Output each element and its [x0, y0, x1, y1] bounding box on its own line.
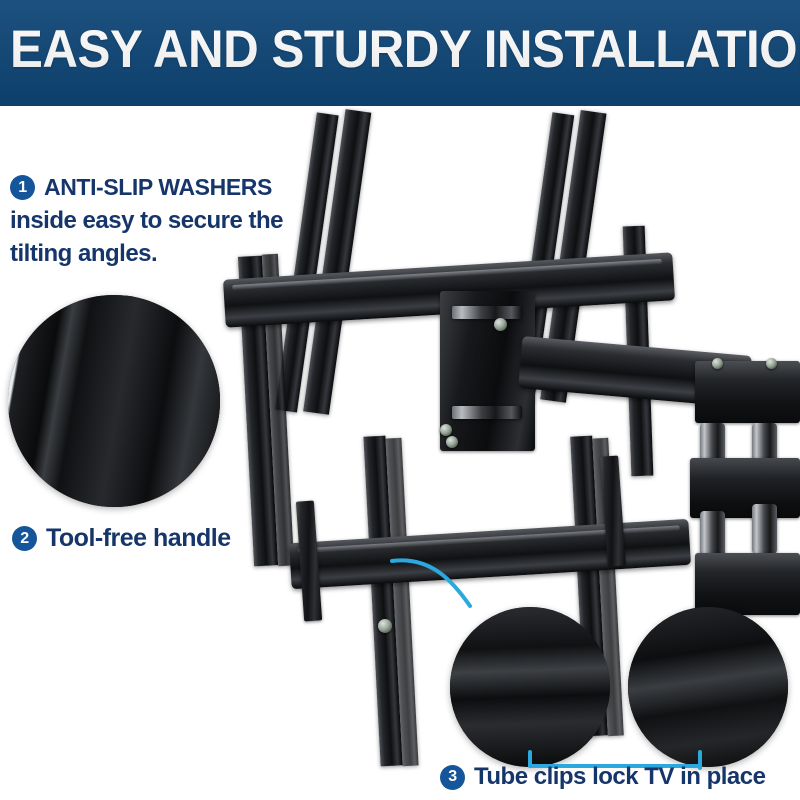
product-screw-crossbar-upper: [440, 424, 452, 436]
callout-1: 1 ANTI-SLIP WASHERS inside easy to secur…: [10, 174, 310, 270]
product-screw-arm-a: [712, 358, 723, 369]
callout-2-title: Tool-free handle: [46, 524, 231, 552]
header-banner: EASY AND STURDY INSTALLATION: [0, 0, 800, 106]
page-title: EASY AND STURDY INSTALLATION: [10, 20, 800, 79]
product-screw-crossbar-lower: [378, 619, 392, 633]
product-arm-block-mid: [690, 458, 800, 518]
callout-1-title: ANTI-SLIP WASHERS: [44, 174, 272, 200]
product-tilt-pivot-b: [452, 406, 522, 419]
callout-3: 3 Tube clips lock TV in place: [440, 763, 766, 791]
product-arm-block-bottom: [695, 553, 800, 615]
inset-tube-clip-screwdriver: [628, 607, 788, 767]
product-screw-tilt: [494, 318, 507, 331]
callout-3-title: Tube clips lock TV in place: [474, 763, 766, 790]
inset-1-photo: [8, 295, 220, 507]
inset-anti-slip-washer: [8, 295, 220, 507]
product-arm-pivot-mid-right: [752, 504, 777, 554]
callout-1-body-line-1: inside easy to secure the: [10, 207, 283, 234]
callout-3-badge: 3: [440, 764, 465, 790]
product-screw-tilt-2: [446, 436, 458, 448]
product-tilt-pivot-a: [452, 306, 522, 319]
callout-1-badge: 1: [10, 175, 35, 200]
inset-3-photo: [628, 607, 788, 767]
inset-2-photo: [450, 607, 610, 767]
inset-tube-clip: [450, 607, 610, 767]
product-screw-arm-b: [766, 358, 777, 369]
product-arm-block-top: [695, 361, 800, 423]
product-arm-pivot-mid-left: [700, 511, 725, 561]
callout-2: 2 Tool-free handle: [12, 524, 231, 553]
callout-1-body-line-2: tilting angles.: [10, 240, 158, 267]
product-image: [0, 106, 800, 800]
callout-1-heading-row: 1 ANTI-SLIP WASHERS: [10, 174, 310, 201]
callout-1-body: inside easy to secure the tilting angles…: [10, 204, 310, 270]
callout-2-badge: 2: [12, 526, 37, 551]
